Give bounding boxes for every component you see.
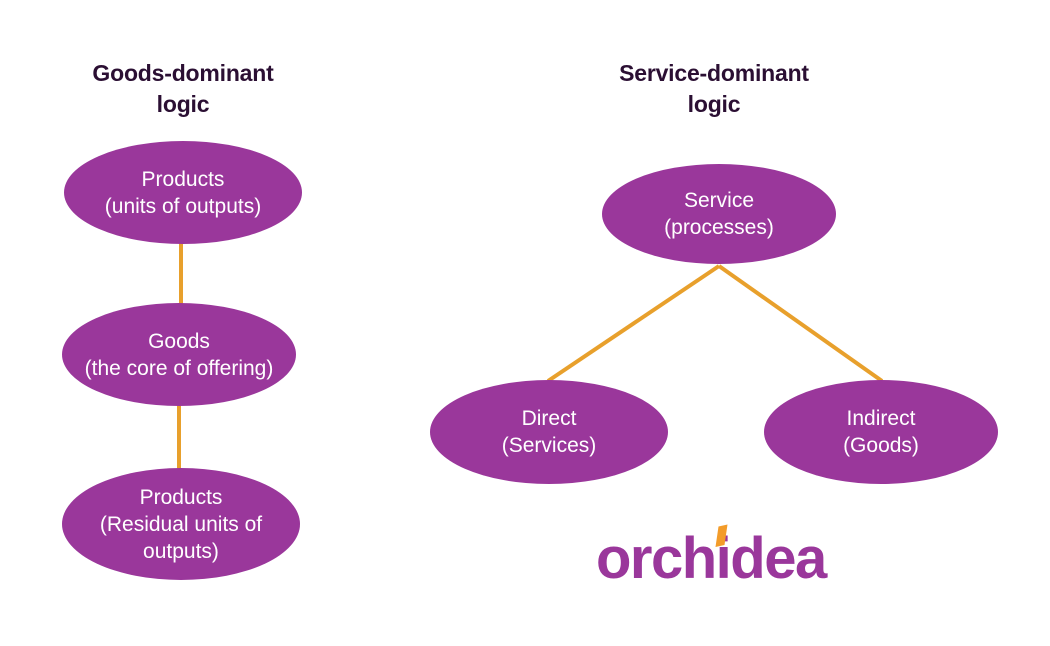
node-products-units-of-outputs[interactable]: Products (units of outputs) bbox=[64, 141, 302, 244]
node-label: Direct (Services) bbox=[501, 407, 597, 457]
brand-wordmark-text: orchidea bbox=[596, 526, 828, 585]
node-service-processes[interactable]: Service (processes) bbox=[602, 164, 836, 264]
orchidea-logo: orchidea bbox=[596, 523, 836, 585]
node-direct-services[interactable]: Direct (Services) bbox=[430, 380, 668, 484]
edge-service-to-direct bbox=[546, 264, 721, 383]
panel-title-goods-dominant: Goods-dominant logic bbox=[92, 60, 274, 117]
node-goods-core-of-offering[interactable]: Goods (the core of offering) bbox=[62, 303, 296, 406]
node-indirect-goods[interactable]: Indirect (Goods) bbox=[764, 380, 998, 484]
node-label: Service (processes) bbox=[664, 189, 774, 239]
orange-petal-accent-icon bbox=[715, 524, 728, 547]
node-label: Products (Residual units of outputs) bbox=[99, 485, 263, 563]
panel-title-service-dominant: Service-dominant logic bbox=[619, 60, 809, 117]
node-label: Goods (the core of offering) bbox=[84, 329, 274, 380]
node-products-residual-units[interactable]: Products (Residual units of outputs) bbox=[62, 468, 300, 580]
edge-service-to-indirect bbox=[717, 264, 884, 383]
node-label: Products (units of outputs) bbox=[104, 167, 262, 218]
node-label: Indirect (Goods) bbox=[843, 407, 919, 457]
